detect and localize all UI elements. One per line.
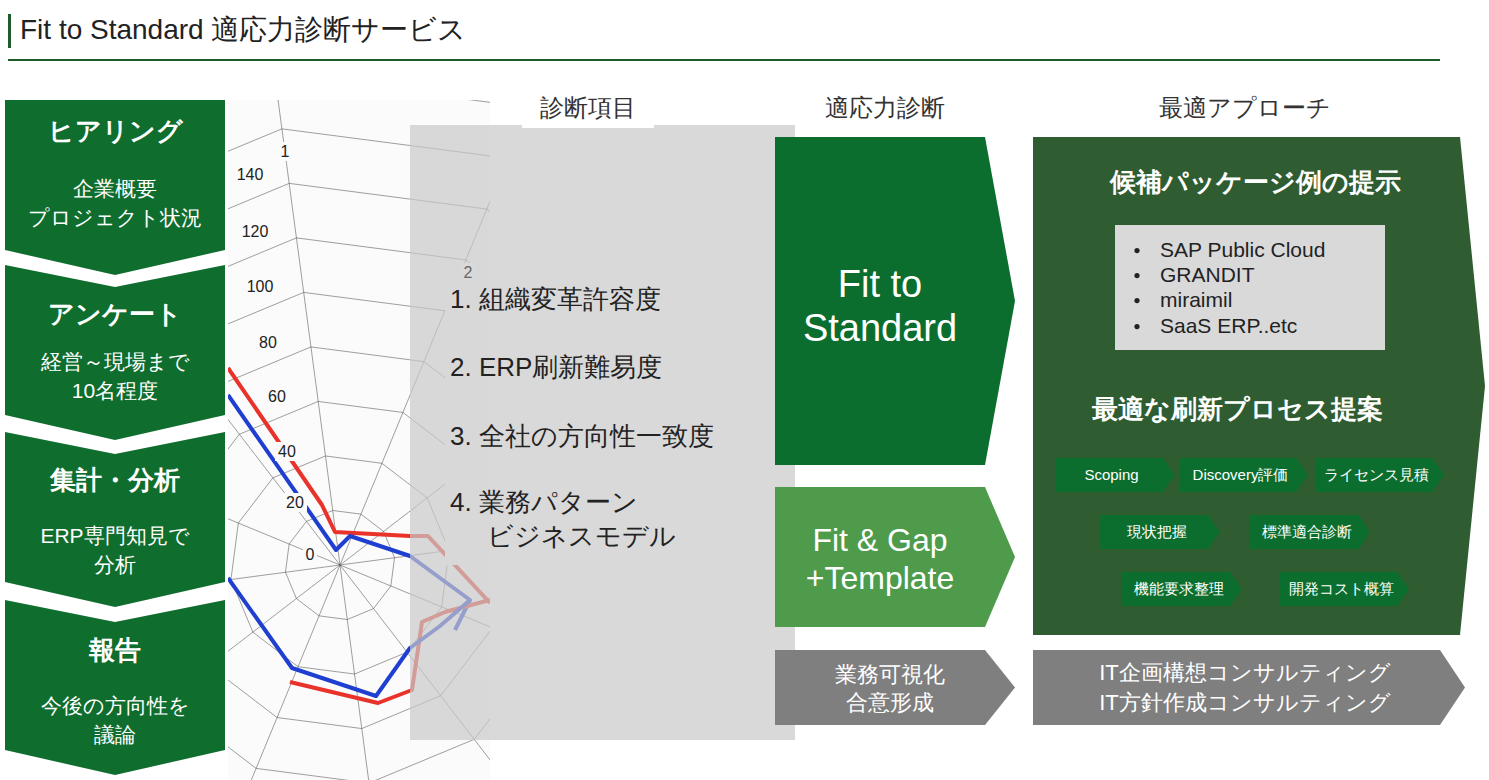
- column-header: 診断項目: [522, 94, 654, 128]
- node-heading: 集計・分析: [5, 464, 225, 497]
- radar-ring: [0, 74, 831, 780]
- radar-spoke: [340, 565, 414, 780]
- chart-axis-number: 120: [239, 222, 272, 241]
- node-fill: [775, 137, 1015, 465]
- node-fill: [1280, 572, 1409, 606]
- node-text: 1. 組織変革許容度: [450, 283, 785, 317]
- column-header: 最適アプローチ: [1159, 94, 1331, 123]
- node-fill: [5, 265, 225, 440]
- node-text: SaaS ERP..etc: [1160, 314, 1380, 338]
- chart-axis-number: 1: [278, 142, 293, 161]
- title-bar: [8, 14, 11, 48]
- node-text: 開発コスト概算: [1289, 572, 1394, 606]
- node-text: 機能要求整理: [1134, 572, 1224, 606]
- node-fill: [1115, 225, 1385, 350]
- node-text: 2. ERP刷新難易度: [450, 351, 785, 385]
- chart-axis-number: 0: [303, 545, 318, 564]
- node-text: Fit to Standard: [780, 263, 980, 350]
- chart-axis-number: 140: [234, 165, 267, 184]
- node-fill: [1055, 458, 1175, 492]
- node-text: IT企画構想コンサルティング: [1053, 660, 1437, 686]
- node-outline: [1033, 137, 1485, 635]
- node-text: 4. 業務パターン ビジネスモデル: [450, 486, 785, 554]
- node-text: 経営～現場まで 10名程度: [25, 348, 205, 406]
- bullet-dot: [1134, 324, 1139, 329]
- node-fill: [1315, 458, 1444, 492]
- node-fill: [1100, 515, 1220, 549]
- radar-chart-photo: [0, 10, 895, 780]
- node-heading: ヒアリング: [5, 115, 225, 148]
- process-tag: 開発コスト概算: [1280, 572, 1409, 606]
- chart-axis-number: 60: [265, 387, 289, 406]
- process-tag: Scoping: [1055, 458, 1175, 492]
- node-fill: [5, 600, 225, 775]
- node-heading: アンケート: [5, 298, 225, 331]
- node-text: ライセンス見積: [1324, 458, 1429, 492]
- node-fill: [1250, 515, 1370, 549]
- process-tag: 機能要求整理: [1122, 572, 1242, 606]
- node-fill: [775, 487, 1015, 627]
- process-tag: Discovery評価: [1180, 458, 1308, 492]
- node-heading: 報告: [5, 634, 225, 667]
- node-text: Scoping: [1084, 458, 1138, 492]
- node-text: SAP Public Cloud: [1160, 238, 1380, 262]
- process-chevron: 報告今後の方向性を 議論: [5, 600, 225, 775]
- radar-spoke: [266, 10, 340, 565]
- node-text: 今後の方向性を 議論: [25, 692, 205, 750]
- approach-arrow: Fit to Standard: [775, 137, 1015, 465]
- node-fill: [1033, 137, 1485, 635]
- chart-axis-number: 20: [283, 493, 307, 512]
- page-title: Fit to Standard 適応力診断サービス: [20, 13, 920, 47]
- consulting-arrow: IT企画構想コンサルティング IT方針作成コンサルティング: [1033, 650, 1465, 725]
- process-tag: 現状把握: [1100, 515, 1220, 549]
- chart-axis-number: 2: [461, 263, 476, 282]
- node-fill: [5, 100, 225, 275]
- node-text: 標準適合診断: [1262, 515, 1352, 549]
- bullet-dot: [1134, 298, 1139, 303]
- process-chevron: アンケート経営～現場まで 10名程度: [5, 265, 225, 440]
- process-tag: ライセンス見積: [1315, 458, 1444, 492]
- node-fill: [1033, 650, 1465, 725]
- node-fill: [410, 125, 795, 740]
- bullet-dot: [1134, 273, 1139, 278]
- node-heading: 候補パッケージ例の提示: [1053, 166, 1457, 200]
- node-text: Fit & Gap +Template: [780, 521, 980, 598]
- chart-axis-number: 40: [275, 442, 299, 461]
- chart-axis-number: 100: [244, 277, 277, 296]
- approach-arrow: 業務可視化 合意形成: [775, 650, 1015, 725]
- process-chevron: 集計・分析 ERP専門知見で 分析: [5, 432, 225, 607]
- node-fill: [1180, 458, 1308, 492]
- bullet-dot: [1134, 248, 1139, 253]
- node-fill: [1122, 572, 1242, 606]
- column-header: 適応力診断: [825, 94, 945, 123]
- radar-ring: [0, 20, 885, 780]
- process-tag: 標準適合診断: [1250, 515, 1370, 549]
- node-fill: [5, 432, 225, 607]
- node-text: 現状把握: [1127, 515, 1187, 549]
- diagnosis-panel: 1. 組織変革許容度 2. ERP刷新難易度 3. 全社の方向性一致度 4. 業務パタ…: [410, 125, 795, 740]
- node-text: IT方針作成コンサルティング: [1053, 690, 1437, 716]
- node-text: 企業概要 プロジェクト状況: [25, 175, 205, 233]
- approach-arrow: Fit & Gap +Template: [775, 487, 1015, 627]
- package-list-box: SAP Public CloudGRANDITmiraimilSaaS ERP.…: [1115, 225, 1385, 350]
- node-text: GRANDIT: [1160, 263, 1380, 287]
- radar-spoke: [0, 565, 340, 780]
- node-text: 業務可視化 合意形成: [815, 661, 965, 717]
- node-text: Discovery評価: [1193, 458, 1289, 492]
- node-text: 3. 全社の方向性一致度: [450, 420, 785, 454]
- title-rule: [8, 59, 1440, 61]
- node-text: miraimil: [1160, 288, 1380, 312]
- node-fill: [775, 650, 1015, 725]
- chart-axis-number: 80: [256, 333, 280, 352]
- process-chevron: ヒアリング企業概要 プロジェクト状況: [5, 100, 225, 275]
- node-outline: [5, 432, 225, 607]
- node-text: 最適な刷新プロセス提案: [1053, 393, 1421, 427]
- node-text: ERP専門知見で 分析: [25, 522, 205, 580]
- node-outline: [5, 600, 225, 775]
- approach-panel: 候補パッケージ例の提示最適な刷新プロセス提案 SAP Public CloudGR…: [1033, 137, 1485, 635]
